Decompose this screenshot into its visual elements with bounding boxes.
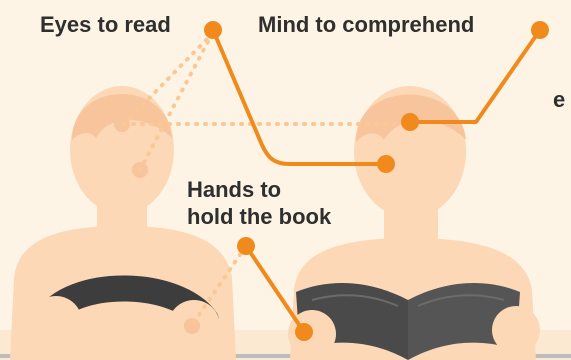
reader-brain-dot — [377, 155, 395, 173]
orange-connectors — [211, 28, 542, 334]
hands-connector — [244, 244, 306, 334]
book-right-page — [408, 282, 520, 360]
dotted-hands-line — [192, 244, 248, 324]
cropped-text-fragment: e — [553, 87, 566, 112]
eyes-to-read-label: Eyes to read — [40, 12, 171, 37]
hands-label-dot — [237, 237, 255, 255]
driver-hand-dot — [184, 318, 200, 334]
reader-hand-dot — [295, 323, 313, 341]
reader-hand-right — [492, 306, 540, 354]
hands-label-line-1: Hands to — [187, 177, 282, 202]
dotted-eyes-line — [122, 32, 214, 126]
eyes-connector — [211, 29, 386, 166]
mind-connector — [410, 28, 542, 124]
orange-dots — [204, 21, 549, 341]
driver-hand-left — [30, 296, 82, 348]
reader-figure — [288, 86, 540, 360]
dotted-connectors — [122, 32, 412, 324]
eyes-label-dot — [204, 21, 222, 39]
book-page-lines — [311, 294, 505, 307]
hands-to-hold-book-label: Hands to hold the book — [187, 176, 331, 230]
driver-figure — [10, 86, 236, 360]
reader-eye-dot — [401, 113, 419, 131]
mind-to-comprehend-label: Mind to comprehend — [258, 12, 475, 37]
mind-label-dot — [531, 21, 549, 39]
hands-label-line-2: hold the book — [187, 204, 332, 229]
dotted-brain-line — [138, 32, 214, 172]
